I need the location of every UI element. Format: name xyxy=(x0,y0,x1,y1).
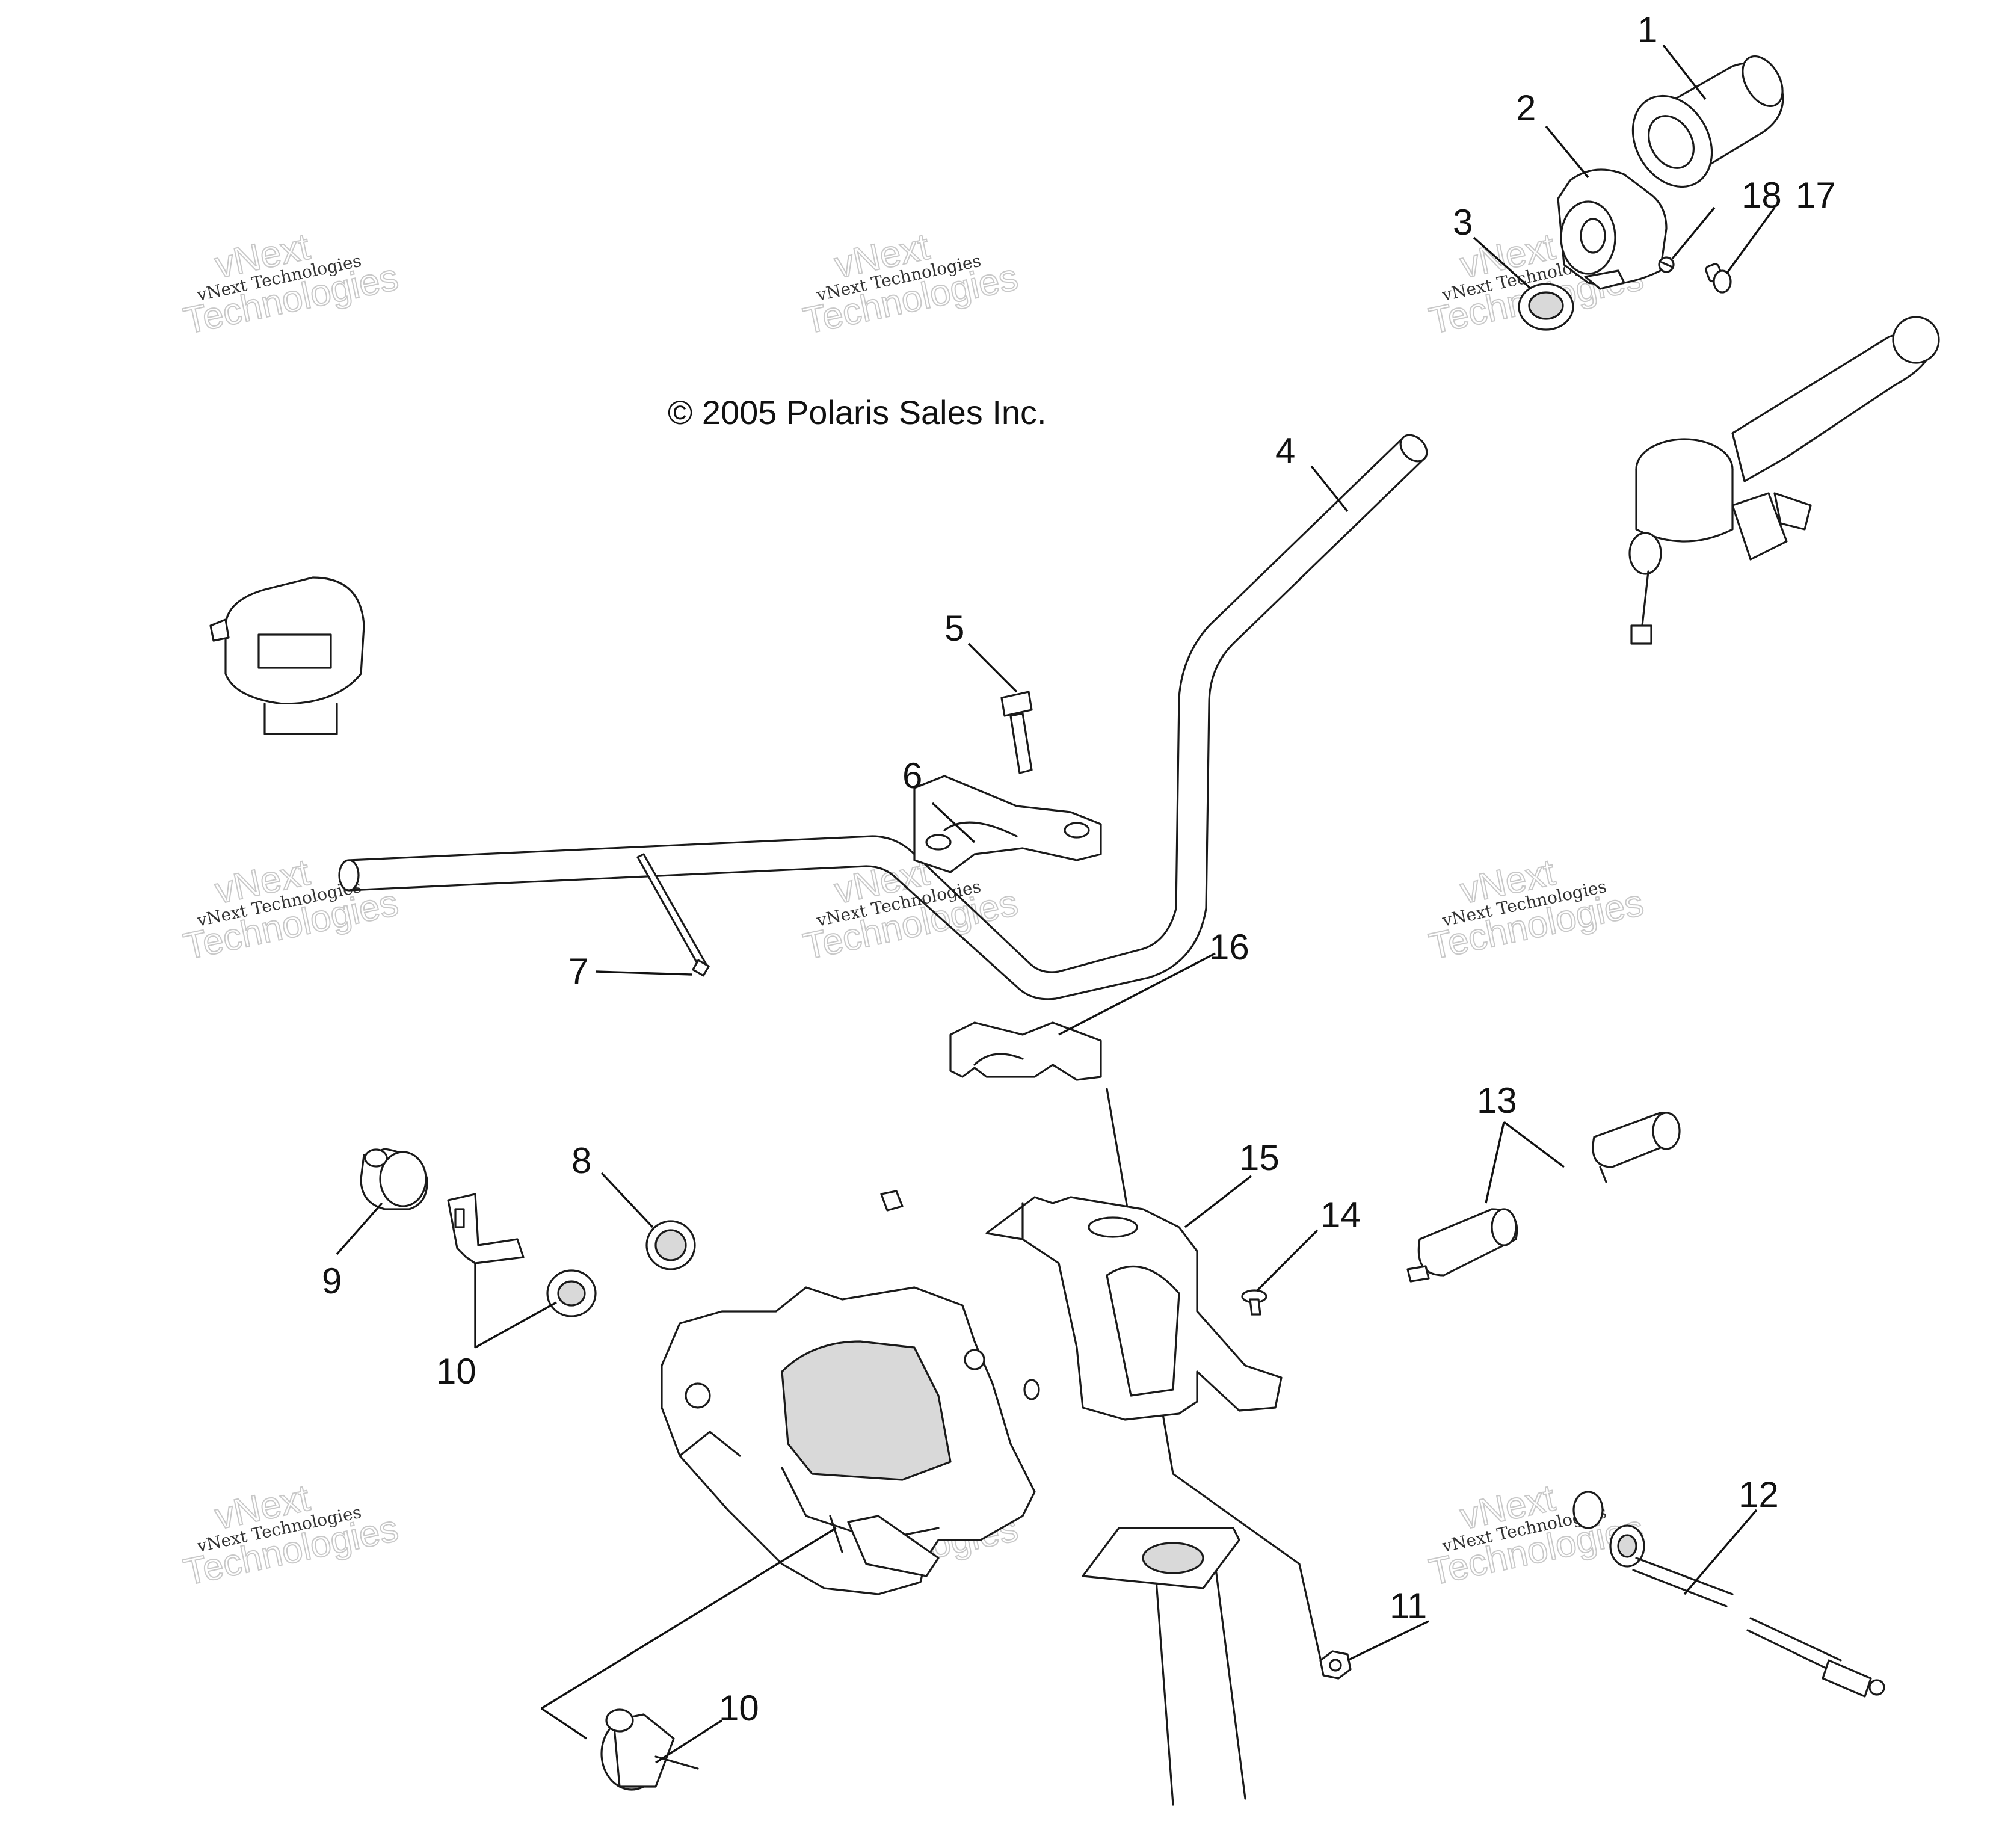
part-bushing xyxy=(645,1220,696,1270)
callout-3: 3 xyxy=(1453,202,1473,242)
part-bulb-sleeve-upper xyxy=(1592,1112,1681,1183)
callout-12: 12 xyxy=(1739,1474,1779,1515)
callout-14: 14 xyxy=(1320,1195,1361,1235)
callout-7: 7 xyxy=(568,951,588,991)
watermark-top-center: vNext vNext Technologies Technologies xyxy=(799,226,1022,343)
callout-9: 9 xyxy=(322,1261,342,1301)
part-switch-housing xyxy=(209,576,365,735)
watermark-bottom-left: vNext vNext Technologies Technologies xyxy=(180,1477,402,1594)
part-key xyxy=(447,1193,525,1264)
watermark-mid-right: vNext vNext Technologies Technologies xyxy=(1425,851,1648,969)
callout-18: 18 xyxy=(1742,175,1782,215)
callout-1: 1 xyxy=(1637,10,1657,50)
part-steering-bracket xyxy=(985,1196,1283,1421)
callout-2: 2 xyxy=(1516,88,1536,128)
part-cable-tie xyxy=(636,853,710,977)
part-lower-clamp xyxy=(949,1021,1102,1081)
part-small-plug xyxy=(1705,263,1732,294)
part-bolt xyxy=(1000,691,1033,774)
watermark-mid-center: vNext vNext Technologies Technologies xyxy=(799,851,1022,969)
callout-10-lower: 10 xyxy=(719,1688,759,1728)
watermark-top-left: vNext vNext Technologies Technologies xyxy=(180,226,402,343)
callout-5: 5 xyxy=(944,608,964,648)
callout-13: 13 xyxy=(1477,1080,1517,1121)
part-upper-clamp xyxy=(913,775,1102,873)
part-bulb-sleeve-lower xyxy=(1406,1208,1518,1283)
part-brake-lever-assembly xyxy=(1628,316,1940,645)
watermark-bottom-right: vNext vNext Technologies Technologies xyxy=(1425,1477,1648,1594)
callout-17: 17 xyxy=(1796,175,1836,215)
part-headlight-pod xyxy=(661,1286,1036,1595)
leader-lines xyxy=(336,44,1776,1764)
part-small-screw xyxy=(1658,256,1675,273)
callout-labels: 1 2 3 4 5 6 7 8 9 10 11 12 13 14 15 16 1… xyxy=(322,10,1836,1728)
part-steering-post xyxy=(1082,1088,1325,1806)
part-small-clip xyxy=(880,1190,904,1212)
part-small-grommet xyxy=(1023,1379,1040,1400)
callout-11: 11 xyxy=(1390,1586,1427,1626)
watermark-mid-left: vNext vNext Technologies Technologies xyxy=(180,851,402,969)
part-screw xyxy=(1241,1289,1267,1316)
callout-4: 4 xyxy=(1275,431,1295,471)
part-speedo-cable xyxy=(1572,1491,1885,1698)
callout-16: 16 xyxy=(1209,927,1249,967)
callout-6: 6 xyxy=(902,756,922,796)
part-lamp-holder xyxy=(600,1708,699,1791)
callout-15: 15 xyxy=(1239,1138,1280,1178)
part-handlebar xyxy=(338,434,1428,1000)
part-throttle-housing xyxy=(1557,168,1668,290)
part-knob xyxy=(360,1148,428,1210)
part-key-nut xyxy=(546,1269,597,1317)
callout-10-upper: 10 xyxy=(436,1351,476,1391)
part-nut xyxy=(1319,1650,1352,1680)
copyright-text: © 2005 Polaris Sales Inc. xyxy=(668,393,1047,431)
callout-8: 8 xyxy=(571,1141,591,1181)
part-ring xyxy=(1518,283,1574,331)
